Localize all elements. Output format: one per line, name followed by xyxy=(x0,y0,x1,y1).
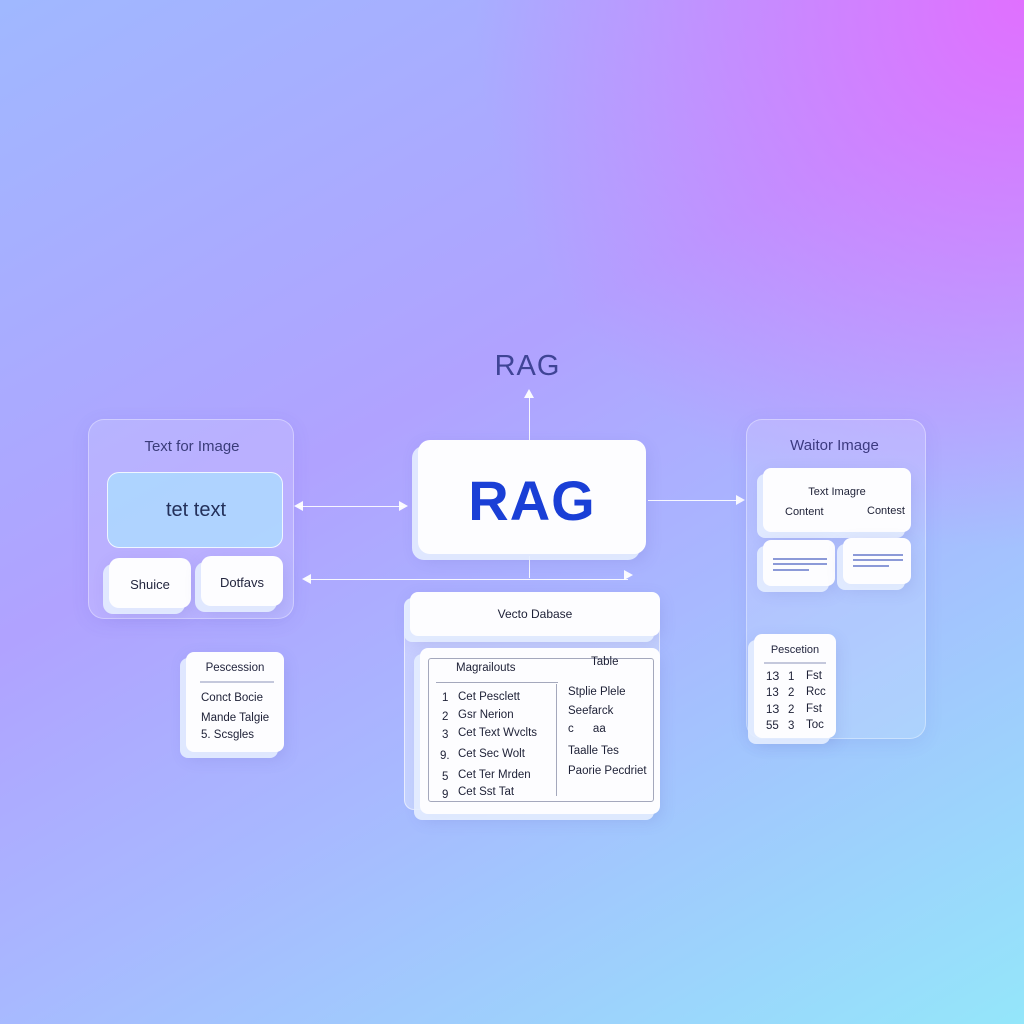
right-small-r3-c1: 1З xyxy=(766,704,780,716)
vector-db-header[interactable]: Vecto Dabase xyxy=(410,592,660,636)
left-arrow-head xyxy=(294,501,303,511)
vector-db-table-card[interactable]: Magrailouts Table 1 Cet Pesclett 2 Gsr N… xyxy=(420,648,660,814)
right-small-r1-c2: 1 xyxy=(788,671,795,683)
vector-db-title: Vecto Dabase xyxy=(497,607,573,621)
text-image-right: Contest xyxy=(867,505,905,517)
left-button-1-label: Shuice xyxy=(130,577,170,592)
left-button-1[interactable]: Shuice xyxy=(109,558,191,608)
left-small-item-2: Mande Talgie xyxy=(201,712,270,724)
left-small-item-3: 5. Scsgles xyxy=(201,729,255,741)
left-pescession-card: Pescession Conct Bocie Mande Talgie 5. S… xyxy=(186,652,284,752)
db-row-6-text: Cet Sst Tat xyxy=(458,786,515,798)
right-arrow-head xyxy=(736,495,745,505)
table-header-rule xyxy=(436,682,558,683)
top-rag-label: RAG xyxy=(494,350,561,382)
line-card-2-bar-3 xyxy=(853,565,889,567)
vector-db-table-frame xyxy=(428,658,654,802)
text-image-card[interactable]: Text Imagre Content Contest xyxy=(763,468,911,532)
right-small-r4-c2: 3 xyxy=(788,720,795,732)
line-card-1-bar-1 xyxy=(773,558,827,560)
text-input-box[interactable]: tet text xyxy=(107,472,283,548)
db-row-6-num: 9 xyxy=(442,789,449,801)
left-button-2[interactable]: Dotfavs xyxy=(201,556,283,606)
rag-title: RAG xyxy=(468,469,596,532)
db-row-2-text: Gsr Nerion xyxy=(458,709,514,721)
left-panel-title: Text for Image xyxy=(144,438,240,455)
db-row-1-text: Cet Pesclett xyxy=(458,691,520,703)
up-arrow-head xyxy=(524,389,534,398)
db-right-row-2: Seefarck xyxy=(568,705,614,717)
db-right-row-1: Stplie Plele xyxy=(568,686,626,698)
right-line-card-2[interactable] xyxy=(843,538,911,584)
right-small-r2-c1: 13 xyxy=(766,687,779,699)
center-down-connector xyxy=(529,556,530,578)
db-row-5-text: Cet Ter Mrden xyxy=(458,769,531,781)
lower-arrow-right xyxy=(624,570,633,580)
left-small-title: Pescession xyxy=(205,662,265,674)
left-center-connector xyxy=(298,506,404,507)
db-right-row-4: Taalle Tes xyxy=(568,745,619,757)
left-small-divider xyxy=(200,681,274,683)
text-input-value: tet text xyxy=(165,499,227,521)
right-small-r2-c3: Rcc xyxy=(806,686,826,698)
text-image-title: Text Imagre xyxy=(808,486,866,498)
db-row-3-text: Cet Text Wvclts xyxy=(458,727,538,739)
right-small-title: Pescetion xyxy=(770,644,820,656)
db-row-1-num: 1 xyxy=(442,692,449,704)
db-row-4-num: 9. xyxy=(440,750,450,762)
right-small-divider xyxy=(764,662,826,664)
center-right-connector xyxy=(648,500,740,501)
db-row-4-text: Cet Sec Wolt xyxy=(458,748,525,760)
line-card-2-bar-1 xyxy=(853,554,903,556)
db-row-5-num: 5 xyxy=(442,771,449,783)
left-button-2-label: Dotfavs xyxy=(219,575,265,590)
col-header-right: Table xyxy=(591,656,619,668)
right-small-r2-c2: 2 xyxy=(788,687,795,699)
right-small-r4-c1: 55 xyxy=(766,720,779,732)
right-small-r3-c3: Fst xyxy=(806,703,822,715)
line-card-1-bar-3 xyxy=(773,569,809,571)
left-panel: Text for Image tet text Shuice Dotfavs xyxy=(88,419,294,619)
center-arrow-head xyxy=(399,501,408,511)
right-small-r4-c3: Toc xyxy=(806,719,824,731)
right-pescetion-card: Pescetion 1З 1 Fst 13 2 Rcc 1З 2 Fst 55 … xyxy=(754,634,836,738)
db-right-row-3: c aa xyxy=(568,723,606,735)
lower-connector xyxy=(306,579,628,580)
right-small-r1-c3: Fst xyxy=(806,670,822,682)
text-image-left: Content xyxy=(785,506,824,518)
line-card-2-bar-2 xyxy=(853,559,903,561)
right-small-r3-c2: 2 xyxy=(788,704,795,716)
db-row-2-num: 2 xyxy=(442,711,449,723)
lower-arrow-left xyxy=(302,574,311,584)
left-small-item-1: Conct Bocie xyxy=(201,692,264,704)
rag-card[interactable]: RAG xyxy=(418,440,646,554)
up-connector xyxy=(529,396,530,440)
db-row-3-num: 3 xyxy=(442,729,449,741)
db-right-row-5: Paorie Pecdriet xyxy=(568,765,647,777)
right-panel-title: Waitor Image xyxy=(790,437,879,454)
col-header-left: Magrailouts xyxy=(456,662,516,674)
line-card-1-bar-2 xyxy=(773,563,827,565)
right-line-card-1[interactable] xyxy=(763,540,835,586)
right-small-r1-c1: 1З xyxy=(766,671,780,683)
table-column-divider xyxy=(556,684,557,796)
